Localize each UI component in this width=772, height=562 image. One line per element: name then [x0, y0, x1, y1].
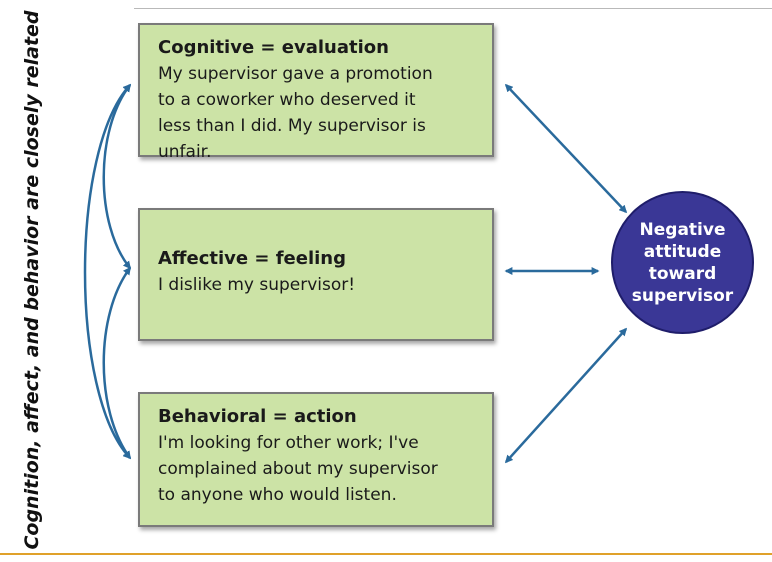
behavioral-title: Behavioral = action [158, 406, 357, 427]
cognitive-body: My supervisor gave a promotion to a cowo… [158, 64, 433, 162]
attitude-circle: Negative attitude toward supervisor [611, 191, 754, 334]
arrow-cognitive-behavioral [83, 83, 132, 460]
cognitive-title: Cognitive = evaluation [158, 37, 389, 58]
top-rule [134, 8, 772, 9]
arrow-behavioral-attitude [504, 327, 628, 464]
arrow-cognitive-attitude [504, 83, 628, 214]
cognitive-box: Cognitive = evaluation My supervisor gav… [138, 23, 494, 162]
affective-title: Affective = feeling [158, 248, 347, 269]
affective-box: Affective = feeling I dislike my supervi… [138, 208, 494, 341]
bottom-rule [0, 553, 772, 555]
behavioral-box: Behavioral = action I'm looking for othe… [138, 392, 494, 527]
attitude-label: Negative attitude toward supervisor [631, 219, 734, 306]
affective-body: I dislike my supervisor! [158, 275, 356, 295]
arrow-cognitive-affective [102, 83, 132, 270]
arrow-affective-behavioral [102, 266, 132, 460]
behavioral-body: I'm looking for other work; I've complai… [158, 433, 438, 505]
